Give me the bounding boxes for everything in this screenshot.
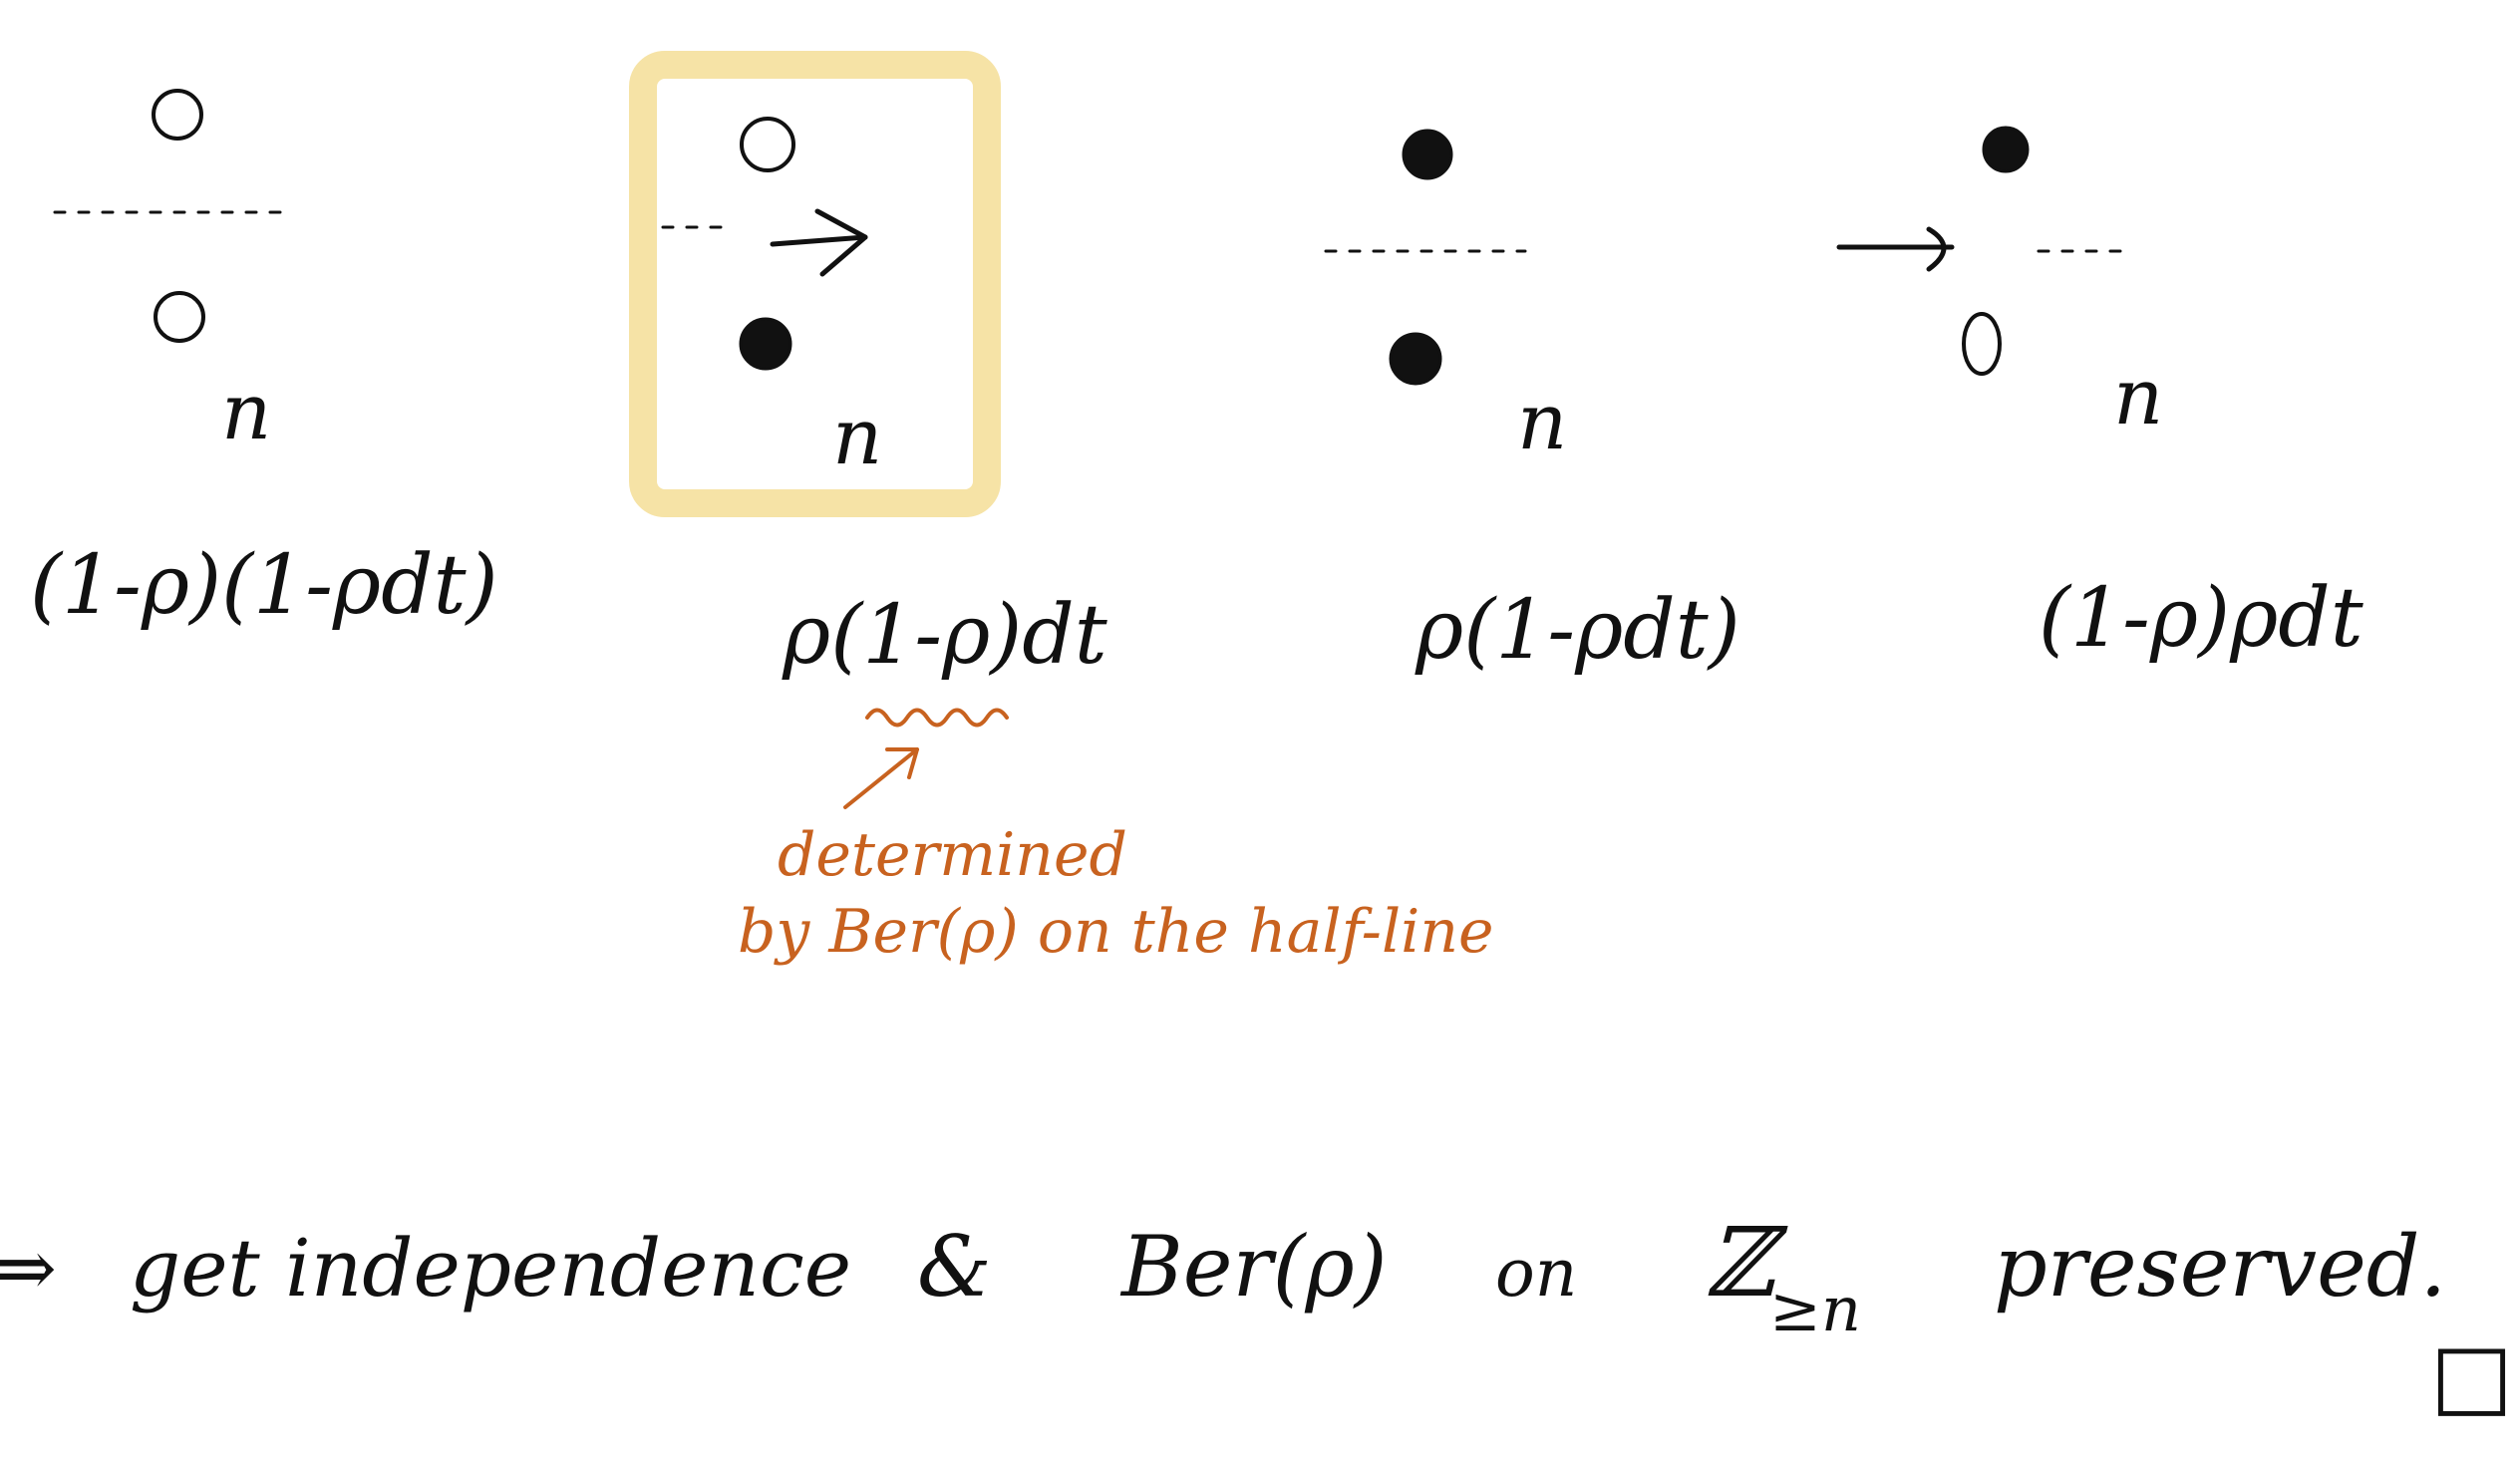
panel-3: n ρ(1-ρdt) — [1324, 129, 1740, 678]
conclusion-text-b: Ber(ρ) — [1119, 1218, 1388, 1316]
conclusion-text-d: preserved. — [1994, 1218, 2446, 1316]
site-label: n — [2113, 353, 2163, 442]
site-label: n — [1517, 378, 1567, 467]
rate-expression: ρ(1-ρ)dt — [782, 588, 1108, 683]
qed-symbol: □ — [2430, 1323, 2513, 1426]
highlight-box — [629, 51, 1001, 517]
panel-1: n (1-ρ)(1-ρdt) — [30, 89, 498, 633]
annotation-arrow-icon — [843, 747, 919, 809]
conclusion-text-c: on — [1495, 1235, 1577, 1312]
site-label: n — [832, 393, 882, 482]
bottom-empty-particle — [154, 291, 205, 343]
conclusion-text-a: get independence — [130, 1222, 851, 1315]
top-empty-particle — [152, 89, 203, 141]
panel-4: n (1-ρ)ρdt — [1836, 126, 2364, 666]
rate-expression: (1-ρ)(1-ρdt) — [30, 538, 498, 633]
top-empty-particle — [740, 117, 795, 172]
annotation-line-1: determined — [778, 820, 1127, 890]
arrow-right-icon — [770, 208, 868, 277]
underline-squiggle — [865, 708, 1009, 728]
bottom-empty-particle — [1962, 312, 2002, 376]
panel-2: n ρ(1-ρ)dt — [629, 51, 1108, 728]
annotation: determined by Ber(ρ) on the half-line — [738, 747, 1493, 967]
conclusion-line: ⇒ get independence & Ber(ρ) on ℤ ≥n pres… — [0, 1207, 2513, 1426]
bottom-filled-particle — [739, 317, 792, 371]
integer-set-symbol: ℤ — [1705, 1207, 1788, 1318]
set-subscript: ≥n — [1769, 1273, 1861, 1345]
implies-symbol: ⇒ — [0, 1222, 57, 1315]
bottom-filled-particle — [1389, 332, 1442, 386]
incoming-arrow-icon — [1836, 226, 1955, 272]
rate-expression: (1-ρ)ρdt — [2039, 571, 2364, 666]
top-filled-particle — [1982, 126, 2030, 173]
annotation-line-2: by Ber(ρ) on the half-line — [738, 897, 1493, 967]
top-filled-particle — [1402, 129, 1453, 180]
rate-expression: ρ(1-ρdt) — [1415, 583, 1740, 678]
ampersand: & — [917, 1218, 992, 1316]
site-label: n — [221, 368, 271, 457]
